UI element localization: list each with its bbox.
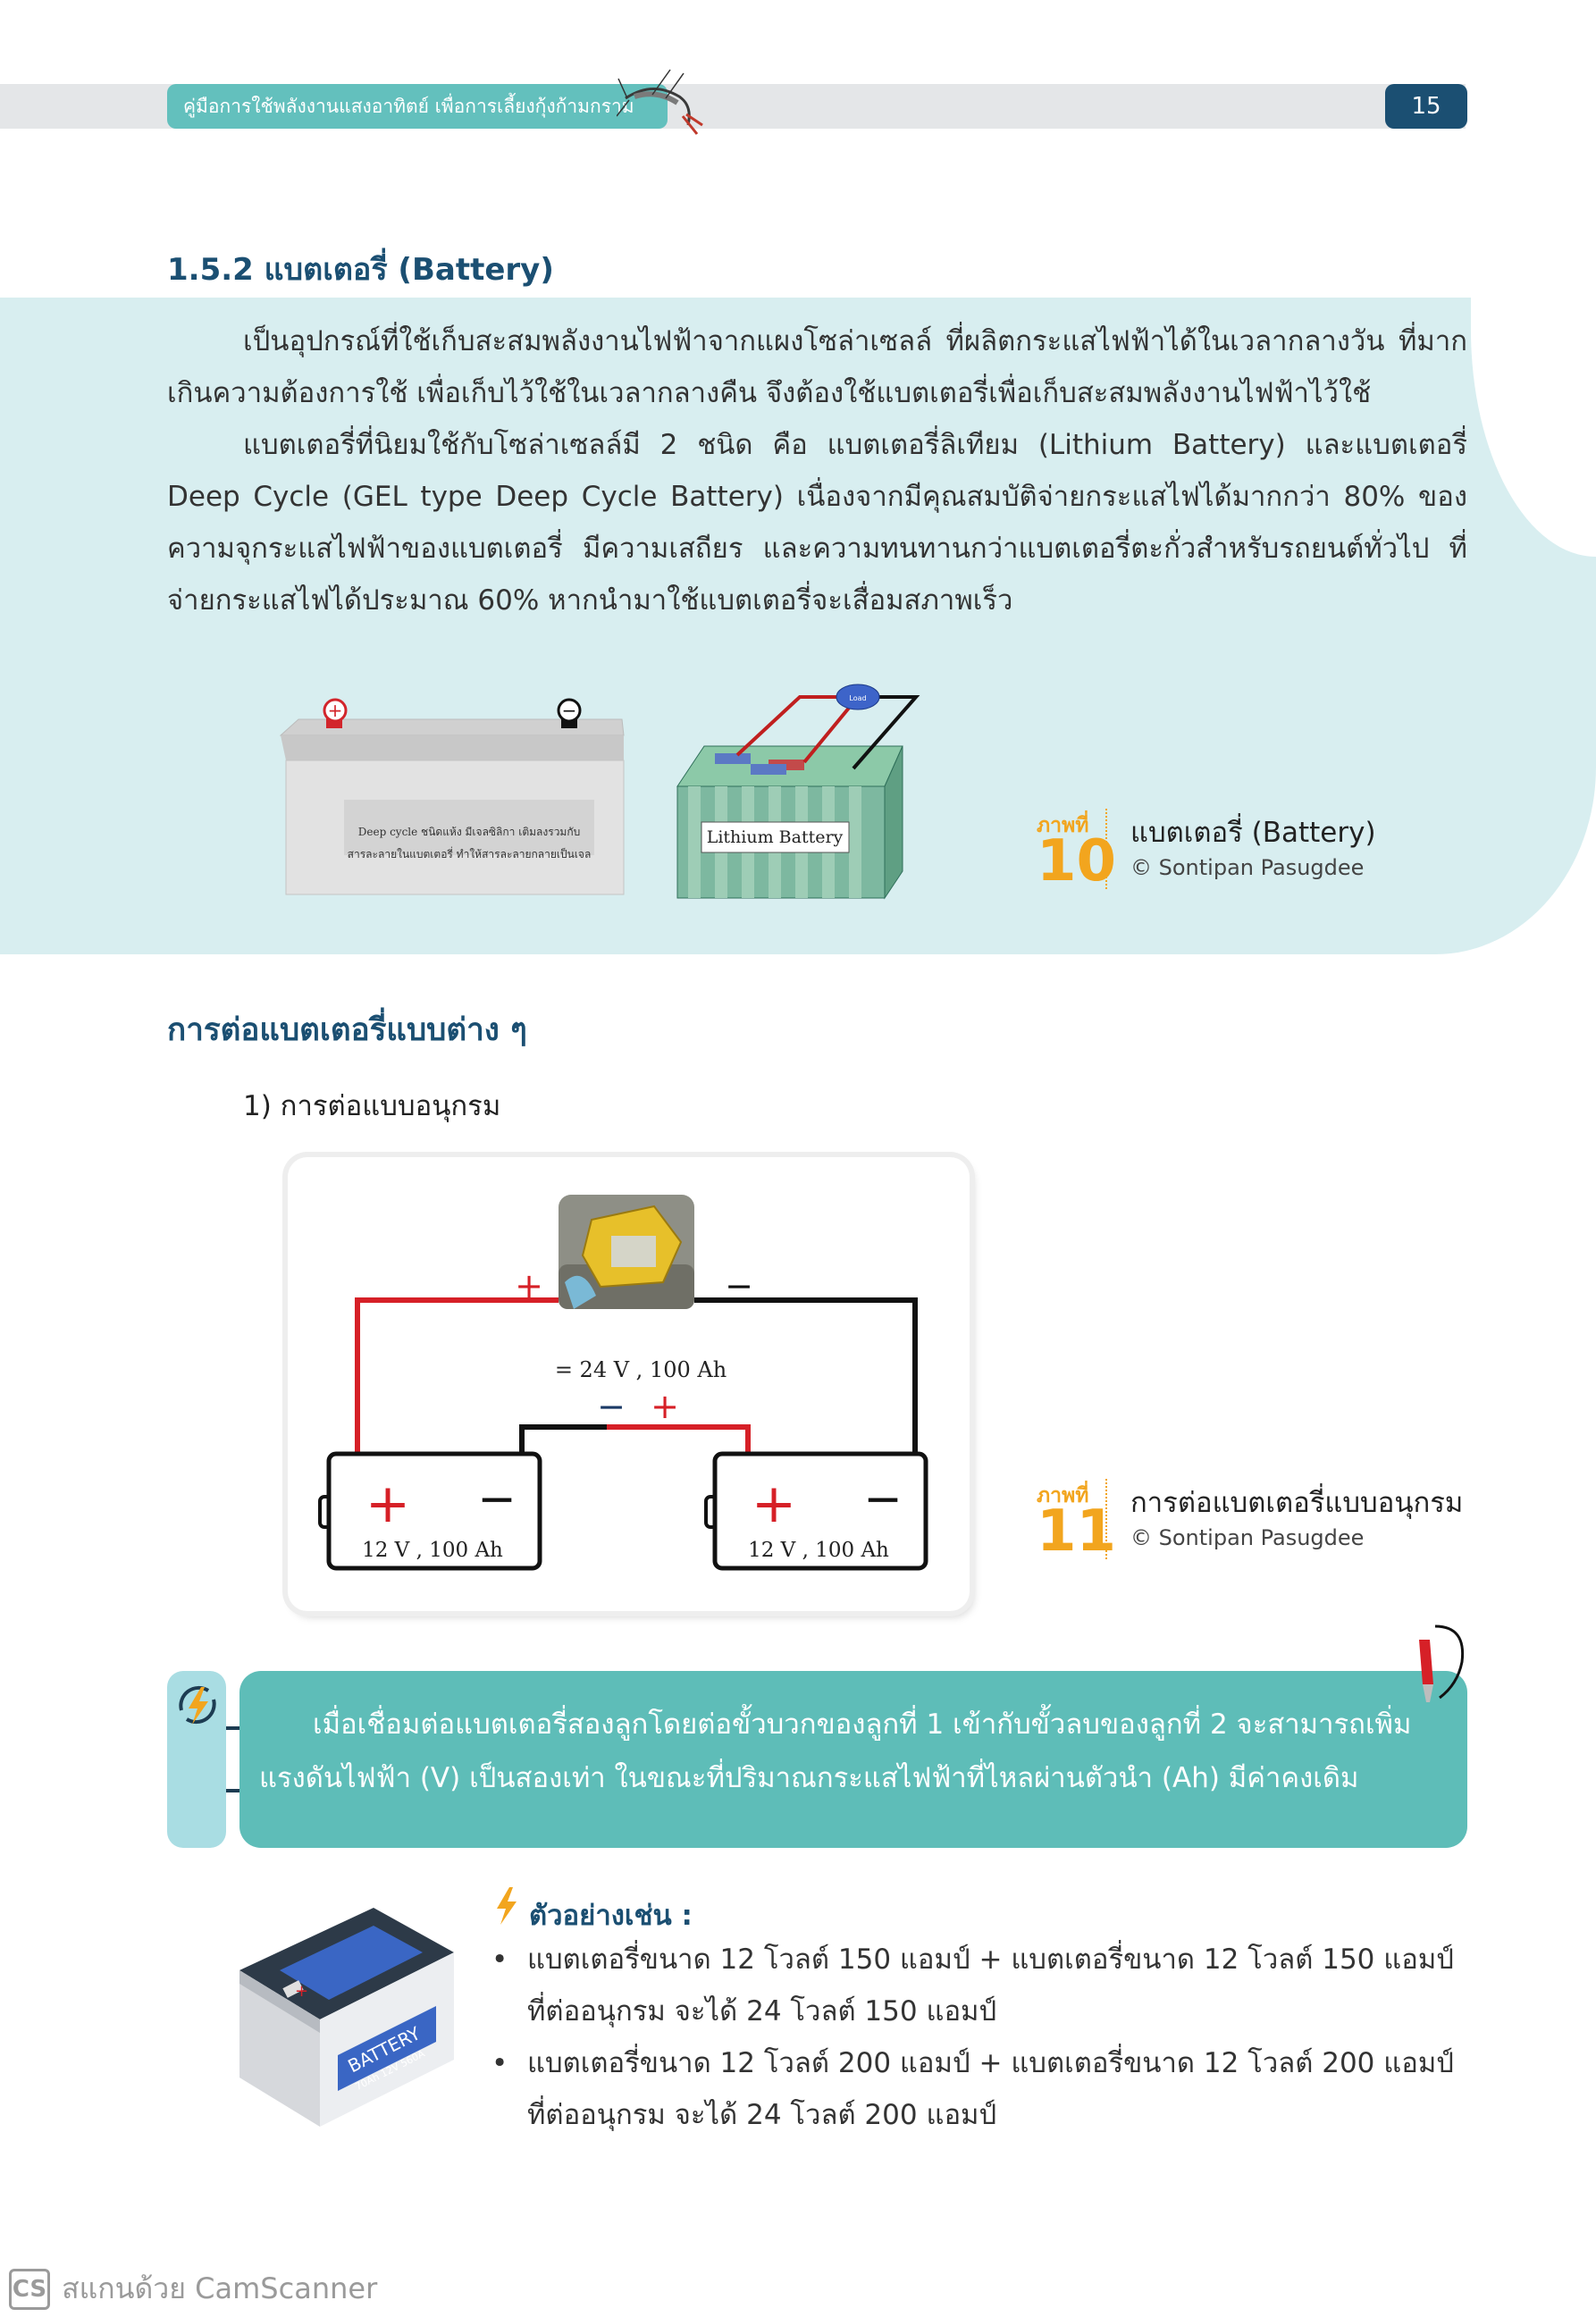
figure-10-credit: © Sontipan Pasugdee [1130,855,1365,880]
examples-list: แบตเตอรี่ขนาด 12 โวลต์ 150 แอมป์ + แบตเต… [491,1934,1474,2141]
header-title: คู่มือการใช้พลังงานแสงอาทิตย์ เพื่อการเล… [167,84,668,129]
deep-cycle-minus: − [562,700,577,721]
callout-connector-bottom [226,1789,242,1792]
figure-10-number: 10 [1037,828,1117,894]
figure-10-divider [1105,809,1107,889]
car-battery-illustration: BATTERY 70Ah 12V 560A + [239,1908,454,2127]
deep-cycle-label-line2: สารละลายในแบตเตอรี่ ทำให้สารละลายกลายเป็… [348,846,592,860]
load-minus: − [725,1266,753,1305]
series-link-minus: − [597,1387,626,1426]
battery-1-minus: − [477,1473,517,1526]
battery-1: + − 12 V , 100 Ah [318,1451,542,1571]
examples-heading: ตัวอย่างเช่น : [529,1900,693,1932]
battery-paragraph-1: เป็นอุปกรณ์ที่ใช้เก็บสะสมพลังงานไฟฟ้าจาก… [167,325,1467,409]
callout-connector-top [226,1726,242,1730]
series-link-plus: + [651,1387,679,1426]
battery-plus-mark: + [295,1982,308,2001]
total-voltage-label: = 24 V , 100 Ah [555,1357,727,1382]
battery-2-plus: + [752,1473,796,1535]
series-circuit-diagram: + − = 24 V , 100 Ah − + + − 12 V , 100 A… [318,1195,928,1571]
figure-11-title: การต่อแบตเตอรี่แบบอนุกรม [1130,1487,1464,1519]
camscanner-text: สแกนด้วย CamScanner [62,2271,378,2305]
battery-figure: + − Deep cycle ชนิดแห้ง มีเจลซิลิกา เติม… [279,684,920,900]
series-subheading: 1) การต่อแบบอนุกรม [243,1090,501,1122]
camscanner-logo: CS [9,2268,50,2310]
connection-heading: การต่อแบตเตอรี่แบบต่าง ๆ [167,1012,527,1048]
figure-10-label: ภาพที่ [1037,814,1089,837]
figure-11-credit: © Sontipan Pasugdee [1130,1525,1365,1550]
camscanner-watermark: CS สแกนด้วย CamScanner [9,2266,377,2312]
load-plus: + [515,1266,543,1305]
lightning-icon [179,1685,216,1725]
battery-1-plus: + [365,1473,410,1535]
example-item-2: แบตเตอรี่ขนาด 12 โวลต์ 200 แอมป์ + แบตเต… [491,2037,1474,2141]
deep-cycle-label-line1: Deep cycle ชนิดแห้ง มีเจลซิลิกา เติมลงรว… [358,826,580,838]
load-device-photo [559,1195,694,1309]
lightning-bolt-icon [497,1887,517,1925]
battery-clip-icon [1419,1624,1465,1702]
callout-text: เมื่อเชื่อมต่อแบตเตอรี่สองลูกโดยต่อขั้วบ… [259,1708,1412,1794]
battery-2-minus: − [863,1473,903,1526]
battery-paragraph-2: แบตเตอรี่ที่นิยมใช้กับโซล่าเซลล์มี 2 ชนิ… [167,429,1467,617]
figure-11-label: ภาพที่ [1037,1484,1089,1507]
section-title: 1.5.2 แบตเตอรี่ (Battery) [167,252,554,288]
figure-11-divider [1105,1479,1107,1559]
figure-10-title: แบตเตอรี่ (Battery) [1130,817,1376,849]
battery-2-label: 12 V , 100 Ah [748,1539,889,1562]
page-number: 15 [1385,84,1467,129]
battery-2: + − 12 V , 100 Ah [704,1451,928,1571]
lithium-label: Lithium Battery [707,827,844,847]
lithium-battery: Lithium Battery Load [676,684,920,900]
callout-box [239,1671,1467,1848]
deep-cycle-plus: + [328,700,343,721]
battery-1-label: 12 V , 100 Ah [362,1539,503,1562]
deep-cycle-battery: + − Deep cycle ชนิดแห้ง มีเจลซิลิกา เติม… [279,698,625,895]
shrimp-icon [617,69,703,135]
example-item-1: แบตเตอรี่ขนาด 12 โวลต์ 150 แอมป์ + แบตเต… [491,1934,1474,2037]
load-label: Load [849,694,866,702]
figure-11-number: 11 [1037,1498,1117,1565]
